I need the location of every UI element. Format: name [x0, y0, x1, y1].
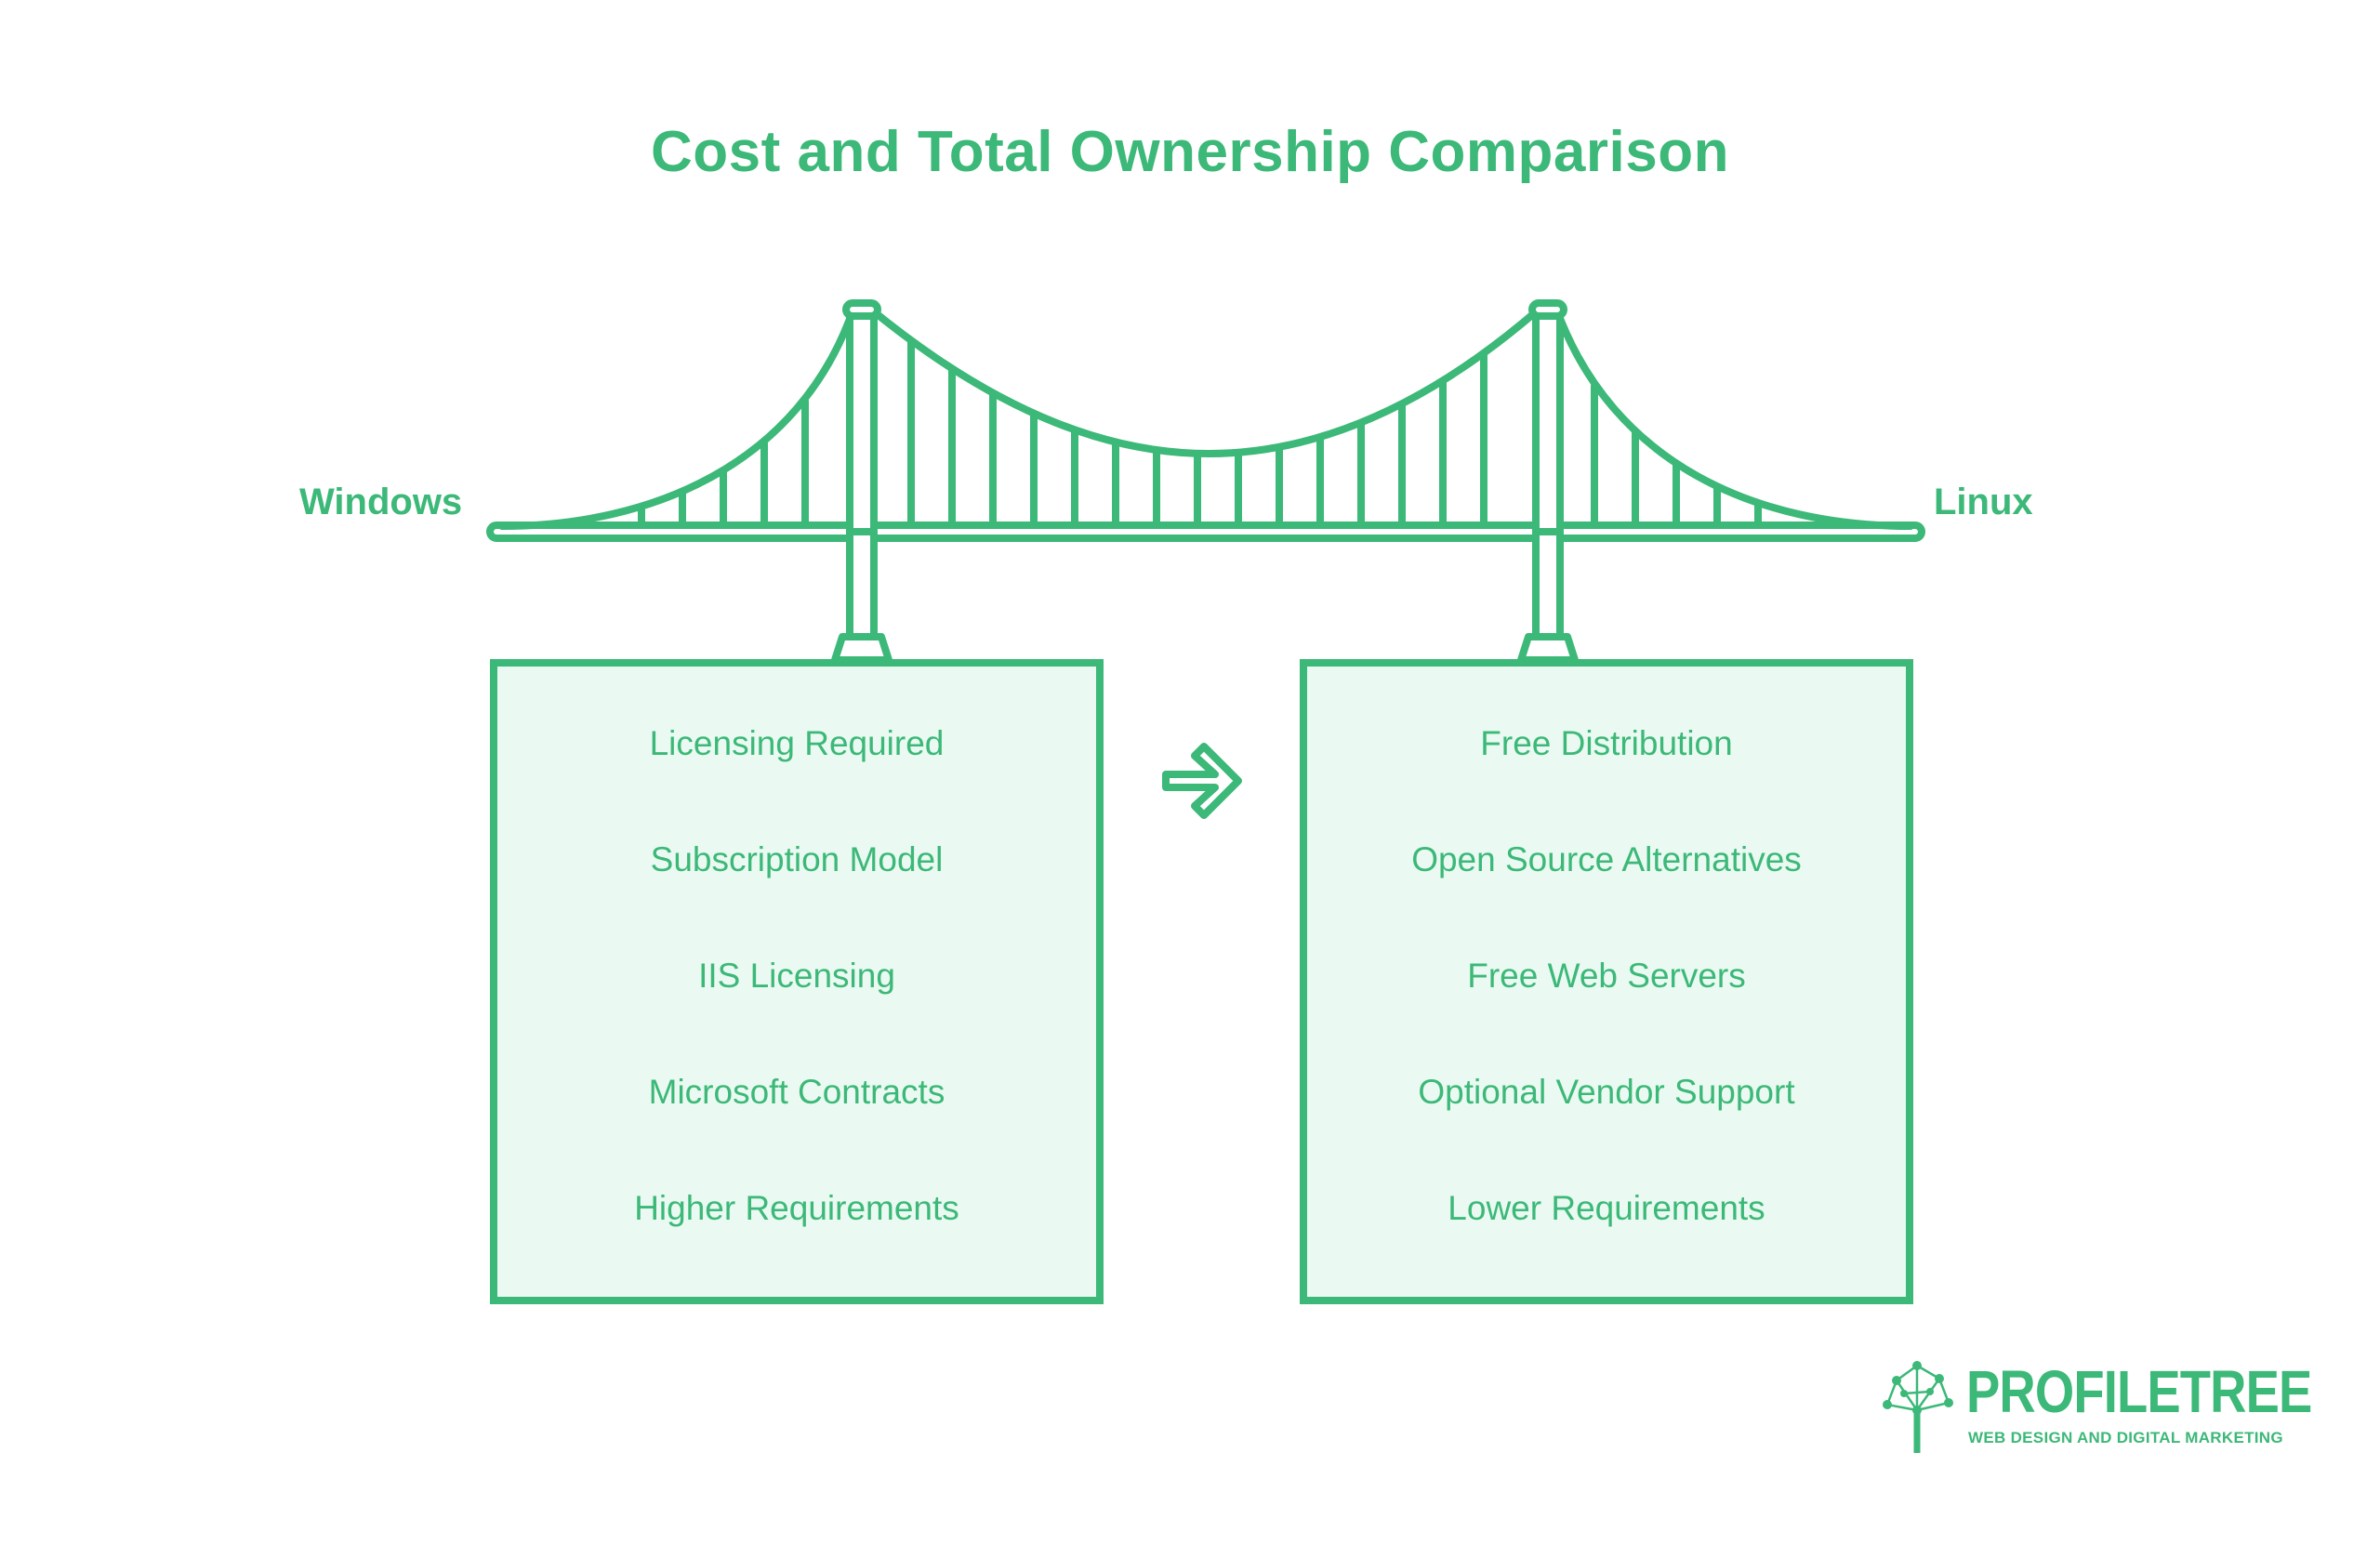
windows-cost-box: Licensing Required Subscription Model II…	[490, 659, 1104, 1304]
windows-label: Windows	[299, 482, 463, 522]
list-item: Lower Requirements	[1448, 1189, 1765, 1227]
linux-label: Linux	[1934, 482, 2033, 522]
list-item: Optional Vendor Support	[1418, 1073, 1795, 1111]
list-item: Licensing Required	[649, 724, 945, 762]
tree-network-logo-icon	[1883, 1361, 1953, 1453]
list-item: Free Distribution	[1480, 724, 1733, 762]
profiletree-logo: PROFILETREE WEB DESIGN AND DIGITAL MARKE…	[1878, 1353, 2315, 1455]
list-item: IIS Licensing	[698, 957, 895, 995]
list-item: Subscription Model	[650, 840, 944, 878]
page-title: Cost and Total Ownership Comparison	[651, 120, 1729, 184]
list-item: Free Web Servers	[1467, 957, 1746, 995]
linux-cost-box: Free Distribution Open Source Alternativ…	[1300, 659, 1913, 1304]
list-item: Higher Requirements	[634, 1189, 959, 1227]
list-item: Microsoft Contracts	[648, 1073, 945, 1111]
list-item: Open Source Alternatives	[1411, 840, 1802, 878]
logo-tagline: WEB DESIGN AND DIGITAL MARKETING	[1968, 1429, 2283, 1446]
logo-wordmark: PROFILETREE	[1966, 1358, 2312, 1425]
arrow-right-icon	[1162, 743, 1242, 819]
